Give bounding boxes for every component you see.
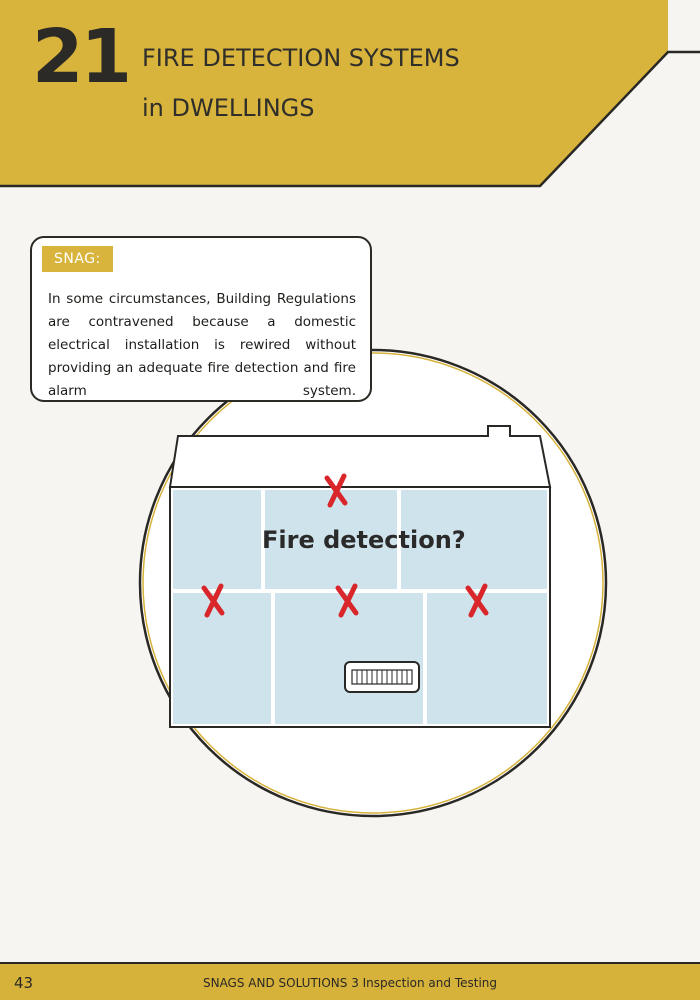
page-subtitle: in DWELLINGS: [142, 94, 315, 122]
footer: 43 SNAGS AND SOLUTIONS 3 Inspection and …: [0, 962, 700, 1000]
consumer-unit-icon: [344, 661, 420, 693]
snag-tag: SNAG:: [42, 246, 113, 272]
page-number: 43: [14, 974, 34, 992]
missing-detector-mark: [201, 583, 225, 618]
header-banner: [0, 0, 700, 188]
page-title: FIRE DETECTION SYSTEMS: [142, 44, 460, 72]
fire-detection-label: Fire detection?: [262, 526, 466, 554]
house-roof: [168, 425, 552, 488]
chapter-number: 21: [32, 14, 132, 100]
snag-text: In some circumstances, Building Regulati…: [48, 291, 356, 399]
missing-detector-mark: [335, 583, 359, 618]
missing-detector-mark: [324, 473, 348, 508]
snag-callout: SNAG: In some circumstances, Building Re…: [30, 236, 372, 402]
running-title: SNAGS AND SOLUTIONS 3 Inspection and Tes…: [202, 976, 498, 990]
missing-detector-mark: [465, 583, 489, 618]
